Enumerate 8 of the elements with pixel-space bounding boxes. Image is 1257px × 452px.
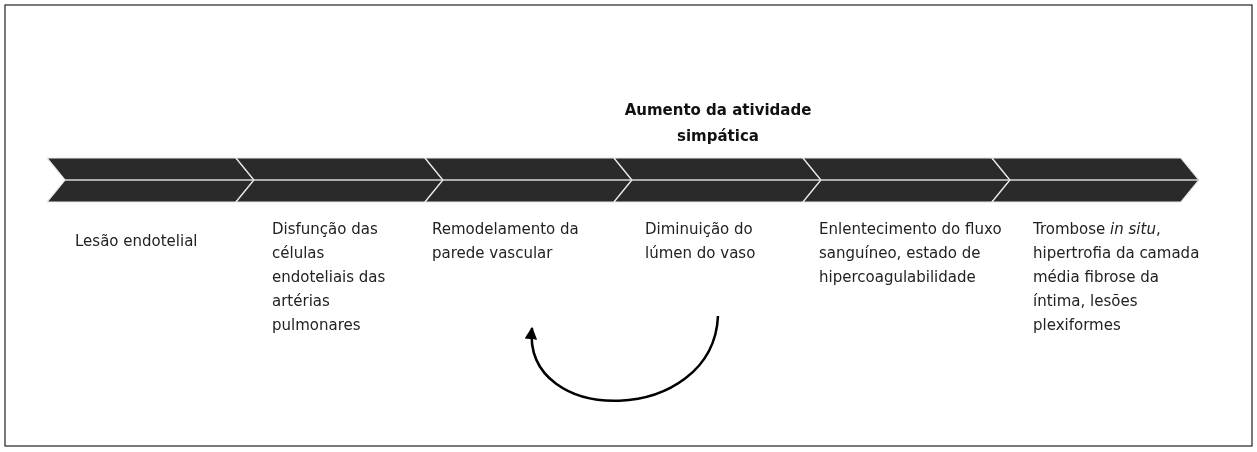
step-text: Diminuição do lúmen do vaso xyxy=(645,219,757,264)
heading-label: Aumento da atividade simpática xyxy=(623,100,813,147)
curved-arrow xyxy=(526,315,720,402)
step-text: Disfunção das células endoteliais das artérias pulmonares xyxy=(272,219,387,336)
step-text: Remodelamento da parede vascular xyxy=(432,219,580,264)
step-text: Trombose in situ, hipertrofia da camada média fibrose da íntima, lesões plexiformes xyxy=(1033,219,1201,336)
step-text: Enlentecimento do fluxo sanguíneo, estado de hipercoagulabilidade xyxy=(819,219,1003,288)
step-text: Lesão endotelial xyxy=(75,231,199,252)
